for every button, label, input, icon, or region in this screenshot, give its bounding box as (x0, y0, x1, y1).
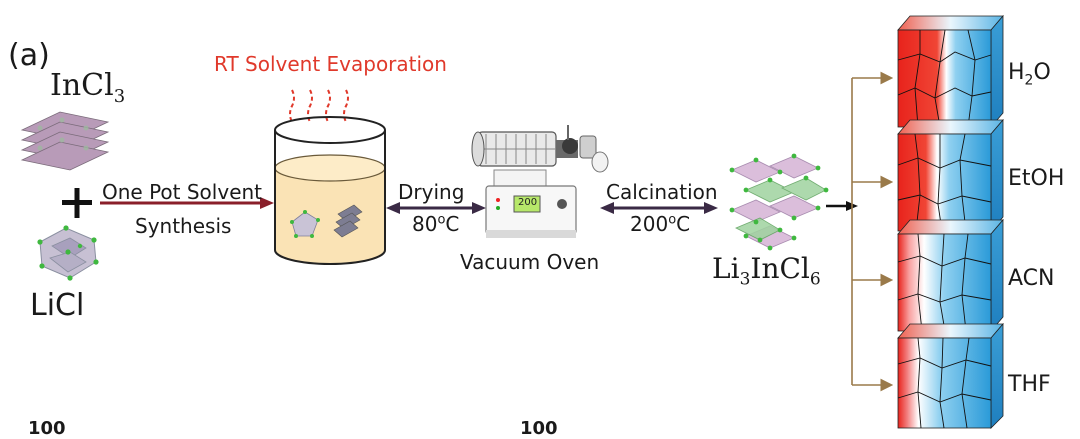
product-arrow (826, 201, 858, 211)
incl3-label: InCl3 (50, 68, 126, 107)
licl-crystal-icon (37, 225, 99, 281)
solvent-label-acn: ACN (1008, 266, 1055, 291)
solvent-label-etoh: EtOH (1008, 166, 1065, 191)
product-label: Li3InCl6 (712, 252, 821, 290)
synthesis-label-line1: One Pot Solvent (102, 180, 263, 204)
solvent-label-thf: THF (1008, 372, 1051, 397)
incl3-crystal-icon (20, 111, 110, 171)
calcination-label: Calcination (606, 180, 718, 204)
plus-icon (62, 188, 92, 218)
licl-label: LiCl (30, 288, 85, 323)
calcination-arrow (600, 202, 718, 214)
calcination-temp: 200oC (630, 212, 691, 236)
evaporation-label: RT Solvent Evaporation (214, 52, 447, 76)
drying-arrow (386, 202, 486, 214)
oven-display: 200 (518, 197, 538, 208)
solvent-label-h2o: H2O (1008, 60, 1051, 89)
cube-acn-icon (897, 218, 1004, 333)
cube-h2o-icon (897, 14, 1004, 129)
solvent-branch-lines (851, 71, 894, 392)
bottom-tick-left: 100 (28, 418, 66, 439)
drying-label: Drying (398, 180, 465, 204)
vacuum-oven-icon (471, 125, 609, 238)
synthesis-arrow (100, 197, 274, 209)
beaker-icon (274, 116, 386, 265)
cube-etoh-icon (897, 118, 1004, 233)
bottom-tick-right: 100 (520, 418, 558, 439)
panel-label: (a) (8, 38, 50, 73)
plus-text: + (60, 170, 61, 171)
cube-thf-icon (897, 322, 1004, 429)
drying-temp: 80oC (412, 212, 460, 236)
synthesis-label-line2: Synthesis (135, 214, 232, 238)
li3incl6-crystal-icon (729, 153, 829, 251)
vacuum-oven-label: Vacuum Oven (460, 250, 600, 274)
